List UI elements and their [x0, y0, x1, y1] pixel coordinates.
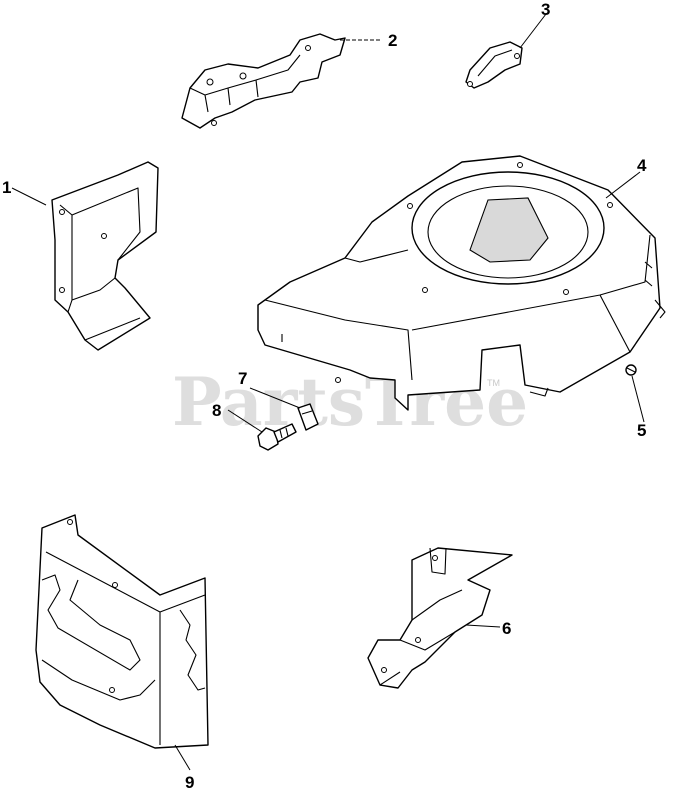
callouts: 1 2 3 4 5 6 7 8 9: [2, 0, 647, 792]
part-2-bracket[interactable]: [181, 33, 346, 129]
callout-1[interactable]: 1: [2, 178, 11, 197]
leader-8: [227, 409, 263, 433]
part-5-screw[interactable]: [625, 364, 637, 376]
leader-9: [174, 744, 191, 771]
callout-7[interactable]: 7: [238, 369, 247, 388]
callout-5[interactable]: 5: [637, 421, 646, 440]
leader-7: [249, 387, 301, 409]
part-4-blower-housing[interactable]: [257, 155, 666, 411]
leader-1: [11, 187, 47, 206]
callout-3[interactable]: 3: [541, 0, 550, 19]
leader-4: [605, 171, 641, 199]
part-6-bracket[interactable]: [367, 547, 513, 689]
callout-4[interactable]: 4: [637, 156, 647, 175]
part-8-bolt[interactable]: [257, 423, 297, 451]
leader-5: [631, 375, 645, 423]
callout-2[interactable]: 2: [388, 31, 397, 50]
leader-3: [519, 13, 547, 49]
leader-lines: [11, 13, 645, 771]
part-7-clip[interactable]: [297, 403, 319, 431]
part-3-clamp[interactable]: [465, 41, 523, 89]
part-1-side-baffle[interactable]: [51, 161, 159, 351]
leader-6: [465, 624, 501, 628]
callout-6[interactable]: 6: [502, 619, 511, 638]
watermark-trademark: TM: [487, 378, 500, 388]
callout-9[interactable]: 9: [185, 773, 194, 792]
part-9-lower-shroud[interactable]: [35, 514, 209, 749]
callout-8[interactable]: 8: [212, 401, 221, 420]
